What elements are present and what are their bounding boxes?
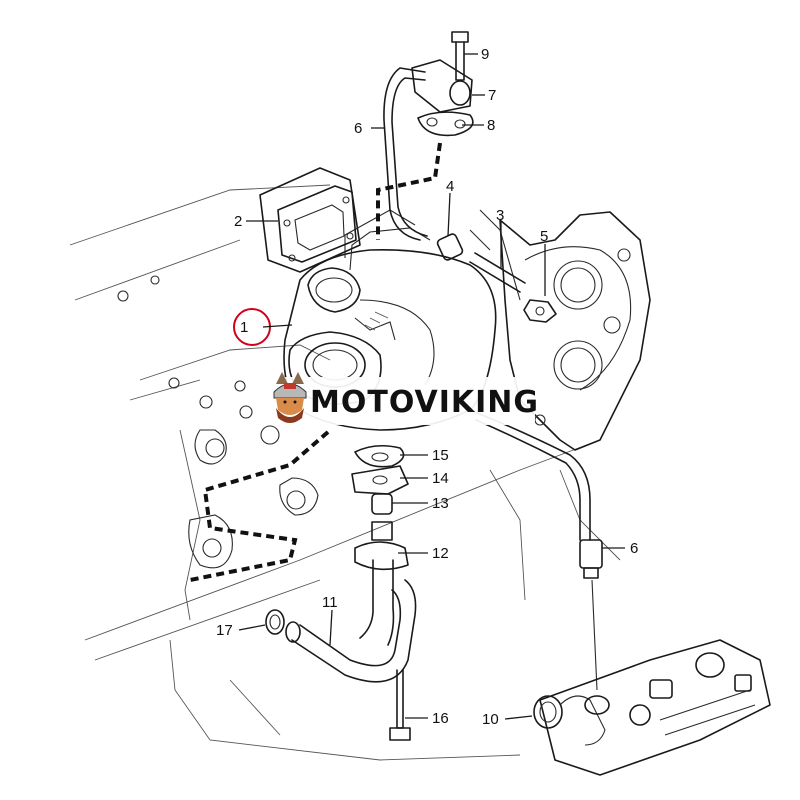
callout-17: 17 [216, 622, 233, 639]
callout-1: 1 [240, 319, 248, 336]
callout-14: 14 [432, 470, 449, 487]
callout-2: 2 [234, 213, 242, 230]
oil-supply-pipe [469, 409, 603, 691]
callout-8: 8 [487, 117, 495, 134]
callout-6-upper: 6 [354, 120, 362, 137]
callout-15: 15 [432, 447, 449, 464]
callout-7: 7 [488, 87, 496, 104]
banjo-fitting [411, 31, 474, 137]
callout-11: 11 [322, 594, 338, 611]
callout-labels: 1 2 3 4 5 6 7 8 9 10 11 12 13 14 15 16 1… [216, 46, 638, 728]
callout-5: 5 [540, 228, 548, 245]
callout-6-lower: 6 [630, 540, 638, 557]
engine-block [69, 184, 621, 761]
brand-name: MOTOVIKING [310, 385, 539, 420]
callout-16: 16 [432, 710, 449, 727]
hidden-lines [189, 142, 442, 582]
oil-drain-assembly [351, 444, 409, 646]
callout-4: 4 [446, 178, 454, 195]
flange-gasket [259, 167, 361, 273]
brand-watermark: MOTOVIKING [263, 372, 539, 425]
callout-10: 10 [482, 711, 499, 728]
leader-lines [238, 53, 625, 720]
callout-12: 12 [432, 545, 449, 562]
oil-return-pipe [265, 579, 417, 683]
callout-3: 3 [496, 207, 504, 224]
stud-bolts [469, 252, 557, 323]
bolt-16 [389, 669, 411, 741]
callout-9: 9 [481, 46, 489, 63]
callout-13: 13 [432, 495, 449, 512]
oil-filter-housing [533, 639, 771, 776]
oil-feed-pipe [383, 67, 464, 261]
viking-head-icon [273, 372, 307, 423]
